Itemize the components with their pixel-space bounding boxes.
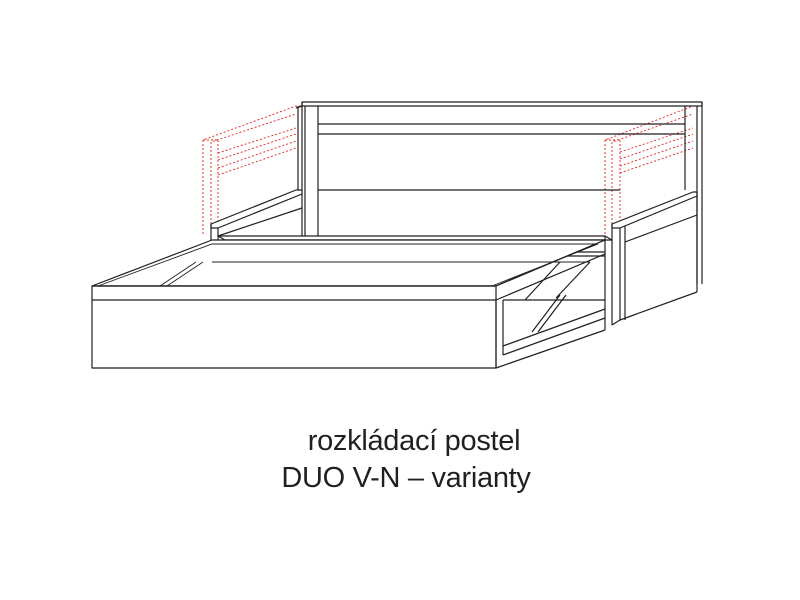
caption-subtitle: DUO V-N – varianty xyxy=(281,462,531,494)
caption-title: rozkládací postel xyxy=(307,425,521,457)
pullout-bed xyxy=(91,239,606,369)
right-side-panel xyxy=(611,191,698,326)
left-variant-panel-outline xyxy=(202,105,302,236)
right-variant-panel-outline xyxy=(604,105,699,236)
